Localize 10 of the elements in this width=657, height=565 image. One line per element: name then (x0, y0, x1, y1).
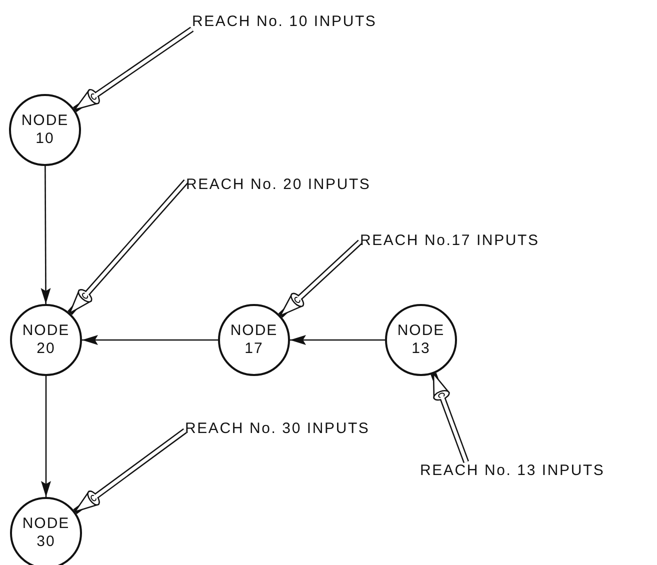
reach-input-label: REACH No. 13 INPUTS (420, 462, 605, 480)
reach-input-label: REACH No. 30 INPUTS (185, 420, 370, 438)
reach-input-label: REACH No. 10 INPUTS (192, 13, 377, 31)
node-label: NODE 17 (229, 322, 279, 358)
node-label: NODE 30 (21, 515, 71, 551)
node-label: NODE 20 (21, 322, 71, 358)
reach-input-label: REACH No.17 INPUTS (360, 232, 540, 250)
node-label: NODE 10 (20, 112, 70, 148)
reach-input-label: REACH No. 20 INPUTS (186, 176, 371, 194)
node-label: NODE 13 (396, 322, 446, 358)
